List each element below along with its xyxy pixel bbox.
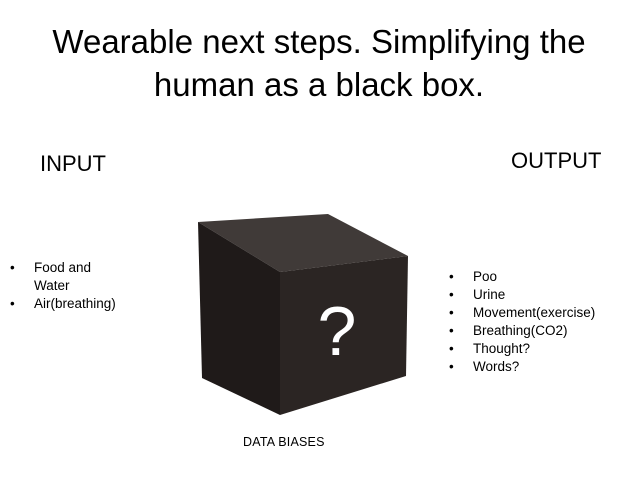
input-list: • Food and Water • Air(breathing)	[8, 259, 148, 313]
input-item-food-line-1: Food and	[34, 260, 92, 275]
bullet-icon: •	[10, 260, 15, 275]
input-list-item: • Air(breathing)	[8, 295, 148, 313]
output-list-item: • Words?	[447, 358, 637, 376]
cube-front-face	[280, 256, 408, 415]
output-heading: OUTPUT	[511, 148, 602, 173]
slide-title-line-2: human as a black box.	[153, 66, 485, 103]
output-item-label: Words?	[473, 359, 520, 374]
black-box-cube-icon: ?	[198, 214, 408, 415]
output-list-item: • Movement(exercise)	[447, 304, 637, 322]
output-item-label: Thought?	[473, 341, 531, 356]
output-item-label: Urine	[473, 287, 506, 302]
output-list-item: • Poo	[447, 268, 637, 286]
bullet-icon: •	[449, 323, 454, 338]
input-list-item: • Food and Water	[8, 259, 148, 295]
input-item-food-line-2: Water	[34, 278, 70, 293]
input-heading: INPUT	[40, 151, 106, 176]
output-item-label: Breathing(CO2)	[473, 323, 568, 338]
bullet-icon: •	[449, 269, 454, 284]
bullet-icon: •	[10, 296, 15, 311]
slide-title-line-1: Wearable next steps. Simplifying the	[52, 23, 586, 60]
output-item-label: Poo	[473, 269, 498, 284]
bullet-icon: •	[449, 359, 454, 374]
bullet-icon: •	[449, 341, 454, 356]
bullet-icon: •	[449, 305, 454, 320]
output-list-item: • Thought?	[447, 340, 637, 358]
input-item-label: Air(breathing)	[34, 296, 116, 311]
data-biases-caption: DATA BIASES	[243, 435, 325, 449]
output-list-item: • Breathing(CO2)	[447, 322, 637, 340]
output-item-label: Movement(exercise)	[473, 305, 596, 320]
cube-left-face	[198, 222, 280, 415]
output-list-item: • Urine	[447, 286, 637, 304]
output-list: • Poo • Urine • Movement(exercise) • Breathi…	[447, 268, 637, 376]
bullet-icon: •	[449, 287, 454, 302]
slide-title: Wearable next steps. Simplifying the hum…	[20, 20, 618, 106]
question-mark: ?	[318, 292, 357, 370]
cube-top-face	[198, 214, 408, 272]
